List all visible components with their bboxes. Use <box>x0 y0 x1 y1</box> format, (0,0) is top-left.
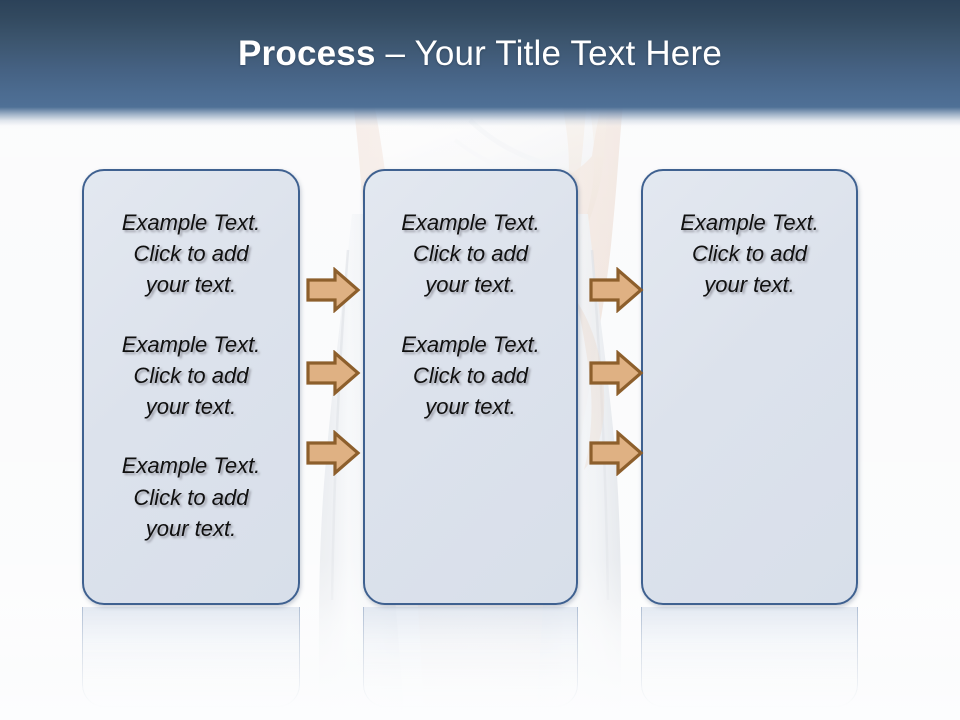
title-bar <box>0 0 960 107</box>
arrow-right-1-2[interactable] <box>305 350 361 396</box>
process-box-3[interactable]: Example Text. Click to add your text. <box>641 169 858 605</box>
process-box-1-text-3[interactable]: Example Text. Click to add your text. <box>121 453 261 541</box>
title-bar-fade <box>0 107 960 129</box>
arrow-right-2-1[interactable] <box>588 267 644 313</box>
page-title[interactable]: Process – Your Title Text Here <box>0 0 960 107</box>
reflection-box-2 <box>363 607 578 707</box>
page-title-rest: – Your Title Text Here <box>375 33 722 73</box>
arrow-right-2-3[interactable] <box>588 430 644 476</box>
reflection-box-3 <box>641 607 858 707</box>
page-title-strong: Process <box>238 33 376 73</box>
process-box-1-text-1[interactable]: Example Text. Click to add your text. <box>121 210 261 298</box>
process-box-2-text-2[interactable]: Example Text. Click to add your text. <box>401 331 540 420</box>
process-box-2[interactable]: Example Text. Click to add your text. Ex… <box>363 169 578 605</box>
process-box-3-text-1[interactable]: Example Text. Click to add your text. <box>680 210 819 298</box>
arrow-right-1-3[interactable] <box>305 430 361 476</box>
process-box-1[interactable]: Example Text. Click to add your text. Ex… <box>82 169 300 605</box>
arrow-right-2-2[interactable] <box>588 350 644 396</box>
reflection-box-1 <box>82 607 300 707</box>
process-box-1-text-2[interactable]: Example Text. Click to add your text. <box>121 331 261 420</box>
arrow-right-1-1[interactable] <box>305 267 361 313</box>
process-box-2-text-1[interactable]: Example Text. Click to add your text. <box>401 210 540 298</box>
